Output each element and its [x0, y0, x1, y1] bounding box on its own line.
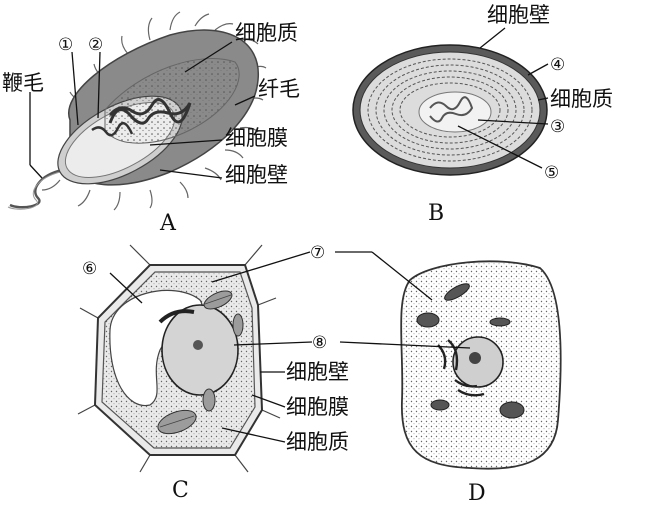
- panel-label-d: D: [468, 481, 486, 506]
- bacterium-cytoplasm-label: 细胞质: [235, 21, 298, 45]
- marker-7: ⑦: [310, 243, 325, 263]
- marker-3: ③: [550, 117, 565, 137]
- pilus-label: 纤毛: [258, 77, 300, 101]
- marker-1: ①: [58, 35, 73, 55]
- flagellum-label: 鞭毛: [2, 71, 44, 95]
- bacterium-membrane-label: 细胞膜: [225, 126, 288, 150]
- marker-5: ⑤: [544, 163, 559, 183]
- oval-cell-cytoplasm-label: 细胞质: [550, 87, 613, 111]
- marker-2: ②: [88, 35, 103, 55]
- oval-cell-drawing: [353, 28, 548, 175]
- panel-label-c: C: [172, 478, 189, 503]
- marker-8: ⑧: [312, 333, 327, 353]
- plant-cell-membrane-label: 细胞膜: [286, 395, 349, 419]
- plant-cell-wall-label: 细胞壁: [286, 360, 349, 384]
- plant-cell-cytoplasm-label: 细胞质: [286, 430, 349, 454]
- marker-6: ⑥: [82, 259, 97, 279]
- plant-cell-drawing: [78, 245, 312, 472]
- panel-label-b: B: [428, 201, 444, 226]
- oval-cell-wall-label: 细胞壁: [487, 3, 550, 27]
- marker-4: ④: [550, 55, 565, 75]
- bacterium-wall-label: 细胞壁: [225, 163, 288, 187]
- animal-cell-drawing: [335, 252, 561, 469]
- panel-label-a: A: [159, 211, 177, 236]
